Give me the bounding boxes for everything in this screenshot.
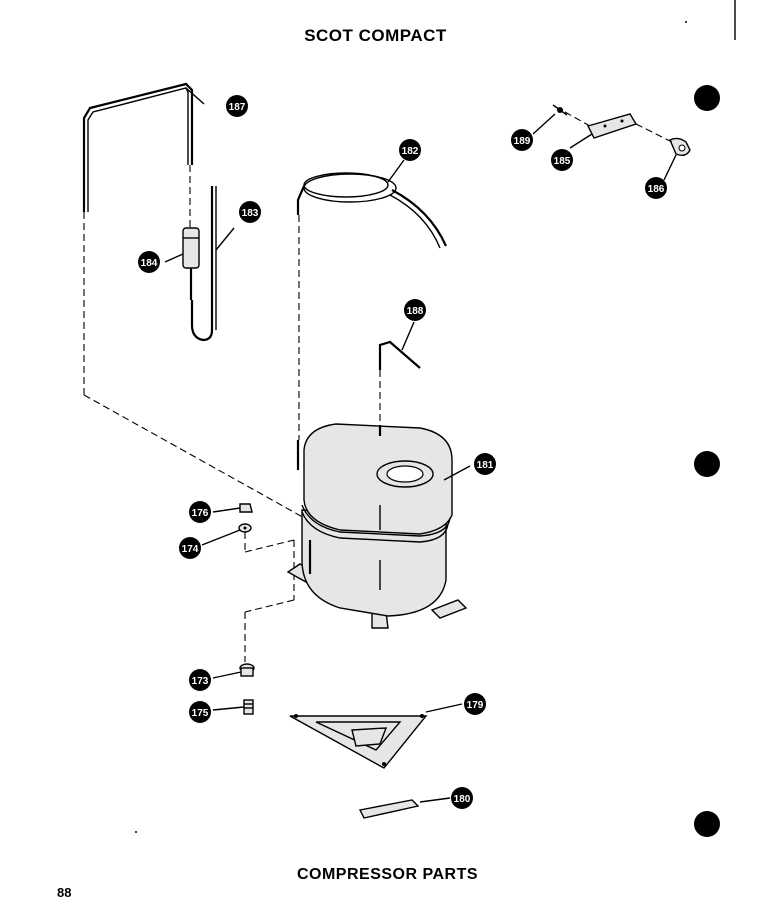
callout-184: 184 [138,251,160,273]
callout-181: 181 [474,453,496,475]
part-176-nut [212,503,253,513]
callout-183: 183 [239,201,261,223]
svg-text:174: 174 [182,544,199,555]
part-174-washer [201,523,252,546]
part-180-clip [358,797,451,819]
callout-186: 186 [645,177,667,199]
part-189-screw [532,104,568,135]
part-183-capillary-tube [190,186,235,342]
callout-189: 189 [511,129,533,151]
part-175-spacer [212,699,254,715]
part-173-grommet [212,663,255,679]
svg-text:189: 189 [514,136,531,147]
svg-text:173: 173 [192,676,209,687]
svg-text:187: 187 [229,102,246,113]
callout-175: 175 [189,701,211,723]
svg-text:183: 183 [242,208,259,219]
svg-text:176: 176 [192,508,209,519]
callout-188: 188 [404,299,426,321]
part-187-tube [82,82,205,212]
speck [135,831,137,833]
svg-text:180: 180 [454,794,471,805]
binder-hole [694,451,720,477]
binder-hole [694,811,720,837]
callout-182: 182 [399,139,421,161]
diagram-caption: COMPRESSOR PARTS [296,866,479,883]
callout-185: 185 [551,149,573,171]
page-title: SCOT COMPACT [304,26,447,45]
svg-text:182: 182 [402,146,419,157]
part-181-compressor [286,423,471,629]
svg-text:175: 175 [192,708,209,719]
callout-174: 174 [179,537,201,559]
part-182-coil-tube [296,159,448,249]
svg-text:179: 179 [467,700,484,711]
callout-180: 180 [451,787,473,809]
part-179-base-plate [289,703,463,769]
callout-179: 179 [464,693,486,715]
part-188-fitting [378,321,421,370]
binder-hole [694,85,720,111]
speck [685,21,687,23]
part-184-dryer [164,227,200,300]
svg-text:186: 186 [648,184,665,195]
callout-176: 176 [189,501,211,523]
part-185-bracket [569,113,638,149]
page-number: 88 [57,885,72,900]
callout-187: 187 [226,95,248,117]
svg-text:181: 181 [477,460,494,471]
part-186-clip [663,137,691,181]
assembly-dashed-lines [83,111,673,662]
svg-text:188: 188 [407,306,424,317]
callout-173: 173 [189,669,211,691]
svg-text:184: 184 [141,258,158,269]
svg-text:185: 185 [554,156,571,167]
